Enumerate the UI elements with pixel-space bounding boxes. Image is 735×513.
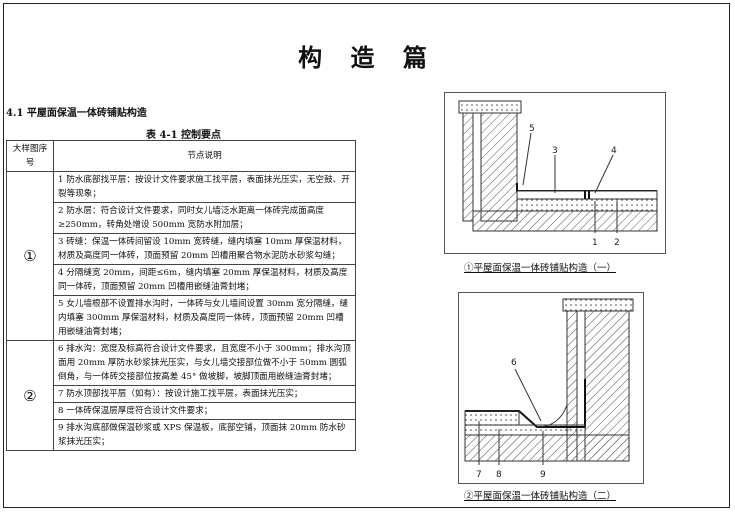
detail-drawing-1: 5 3 4 1 2 <box>444 92 666 254</box>
table-row: 8 一体砖保温层厚度符合设计文件要求； <box>7 402 356 420</box>
drawing-1-label: 5 <box>529 124 535 134</box>
table-cell: 2 防水层：符合设计文件要求，同时女儿墙泛水距离一体砖完成面高度≥250mm，转… <box>53 202 356 234</box>
table-cell: 4 分隔缝宽 20mm，间距≤6m，缝内填塞 20mm 厚保温材料，材质及高度同… <box>53 264 356 296</box>
drawing-2-label: 7 <box>476 470 482 480</box>
drawing-2-label: 8 <box>496 470 502 480</box>
table-cell: 1 防水底部找平层：按设计文件要求施工找平层，表面抹光压实，无空鼓、开裂等现象； <box>53 171 356 203</box>
drawing-1-label: 3 <box>552 146 558 156</box>
detail-drawing-2-svg: 6 7 8 9 <box>464 298 634 480</box>
drawing-1-label: 1 <box>592 238 598 248</box>
table-cell: 6 排水沟：宽度及标高符合设计文件要求，且宽度不小于 300mm；排水沟顶面用 … <box>53 340 356 386</box>
table-cell: 3 砖缝：保温一体砖间留设 10mm 宽砖缝，缝内填塞 10mm 厚保温材料，材… <box>53 233 356 265</box>
table-cell: 7 防水顶部找平层（如有）：按设计施工找平层，表面抹光压实； <box>53 385 356 403</box>
table-caption: 表 4-1 控制要点 <box>146 130 222 141</box>
table-row: 4 分隔缝宽 20mm，间距≤6m，缝内填塞 20mm 厚保温材料，材质及高度同… <box>7 264 356 296</box>
table-header-row: 大样图序号 节点说明 <box>6 140 356 172</box>
detail-number: ① <box>6 171 54 341</box>
header-detail-number: 大样图序号 <box>6 140 54 172</box>
table-row: 5 女儿墙根部不设置排水沟时，一体砖与女儿墙间设置 30mm 宽分隔缝，缝内填塞… <box>7 295 356 341</box>
table-row: 2 防水层：符合设计文件要求，同时女儿墙泛水距离一体砖完成面高度≥250mm，转… <box>7 202 356 234</box>
table-cell: 8 一体砖保温层厚度符合设计文件要求； <box>53 402 356 420</box>
table-row: ② 6 排水沟：宽度及标高符合设计文件要求，且宽度不小于 300mm；排水沟顶面… <box>6 340 356 451</box>
page-title: 构 造 篇 <box>298 43 437 72</box>
table-row: 9 排水沟底部做保温砂浆或 XPS 保温板，底部空铺，顶面抹 20mm 防水砂浆… <box>7 419 356 451</box>
detail-drawing-2: 6 7 8 9 <box>458 292 644 484</box>
table-cell: 9 排水沟底部做保温砂浆或 XPS 保温板，底部空铺，顶面抹 20mm 防水砂浆… <box>53 419 356 451</box>
table-cell: 5 女儿墙根部不设置排水沟时，一体砖与女儿墙间设置 30mm 宽分隔缝，缝内填塞… <box>53 295 356 341</box>
drawing-1-caption: ①平屋面保温一体砖铺贴构造（一） <box>464 263 617 274</box>
drawing-1-label: 4 <box>611 146 617 156</box>
table-row: 7 防水顶部找平层（如有）：按设计施工找平层，表面抹光压实； <box>7 385 356 403</box>
drawing-2-label: 6 <box>511 358 517 368</box>
table-row: 3 砖缝：保温一体砖间留设 10mm 宽砖缝，缝内填塞 10mm 厚保温材料，材… <box>7 233 356 265</box>
table-row: ① 1 防水底部找平层：按设计文件要求施工找平层，表面抹光压实，无空鼓、开裂等现… <box>6 171 356 341</box>
section-heading: 4.1 平屋面保温一体砖铺贴构造 <box>6 108 147 119</box>
control-points-table: 大样图序号 节点说明 ① 1 防水底部找平层：按设计文件要求施工找平层，表面抹光… <box>6 140 356 451</box>
drawing-1-label: 2 <box>614 238 620 248</box>
detail-drawing-1-svg: 5 3 4 1 2 <box>458 100 658 248</box>
detail-number: ② <box>6 340 54 451</box>
drawing-2-caption: ②平屋面保温一体砖铺贴构造（二） <box>464 491 617 502</box>
drawing-2-label: 9 <box>540 470 546 480</box>
header-node-description: 节点说明 <box>53 140 356 172</box>
page-frame <box>3 3 730 508</box>
